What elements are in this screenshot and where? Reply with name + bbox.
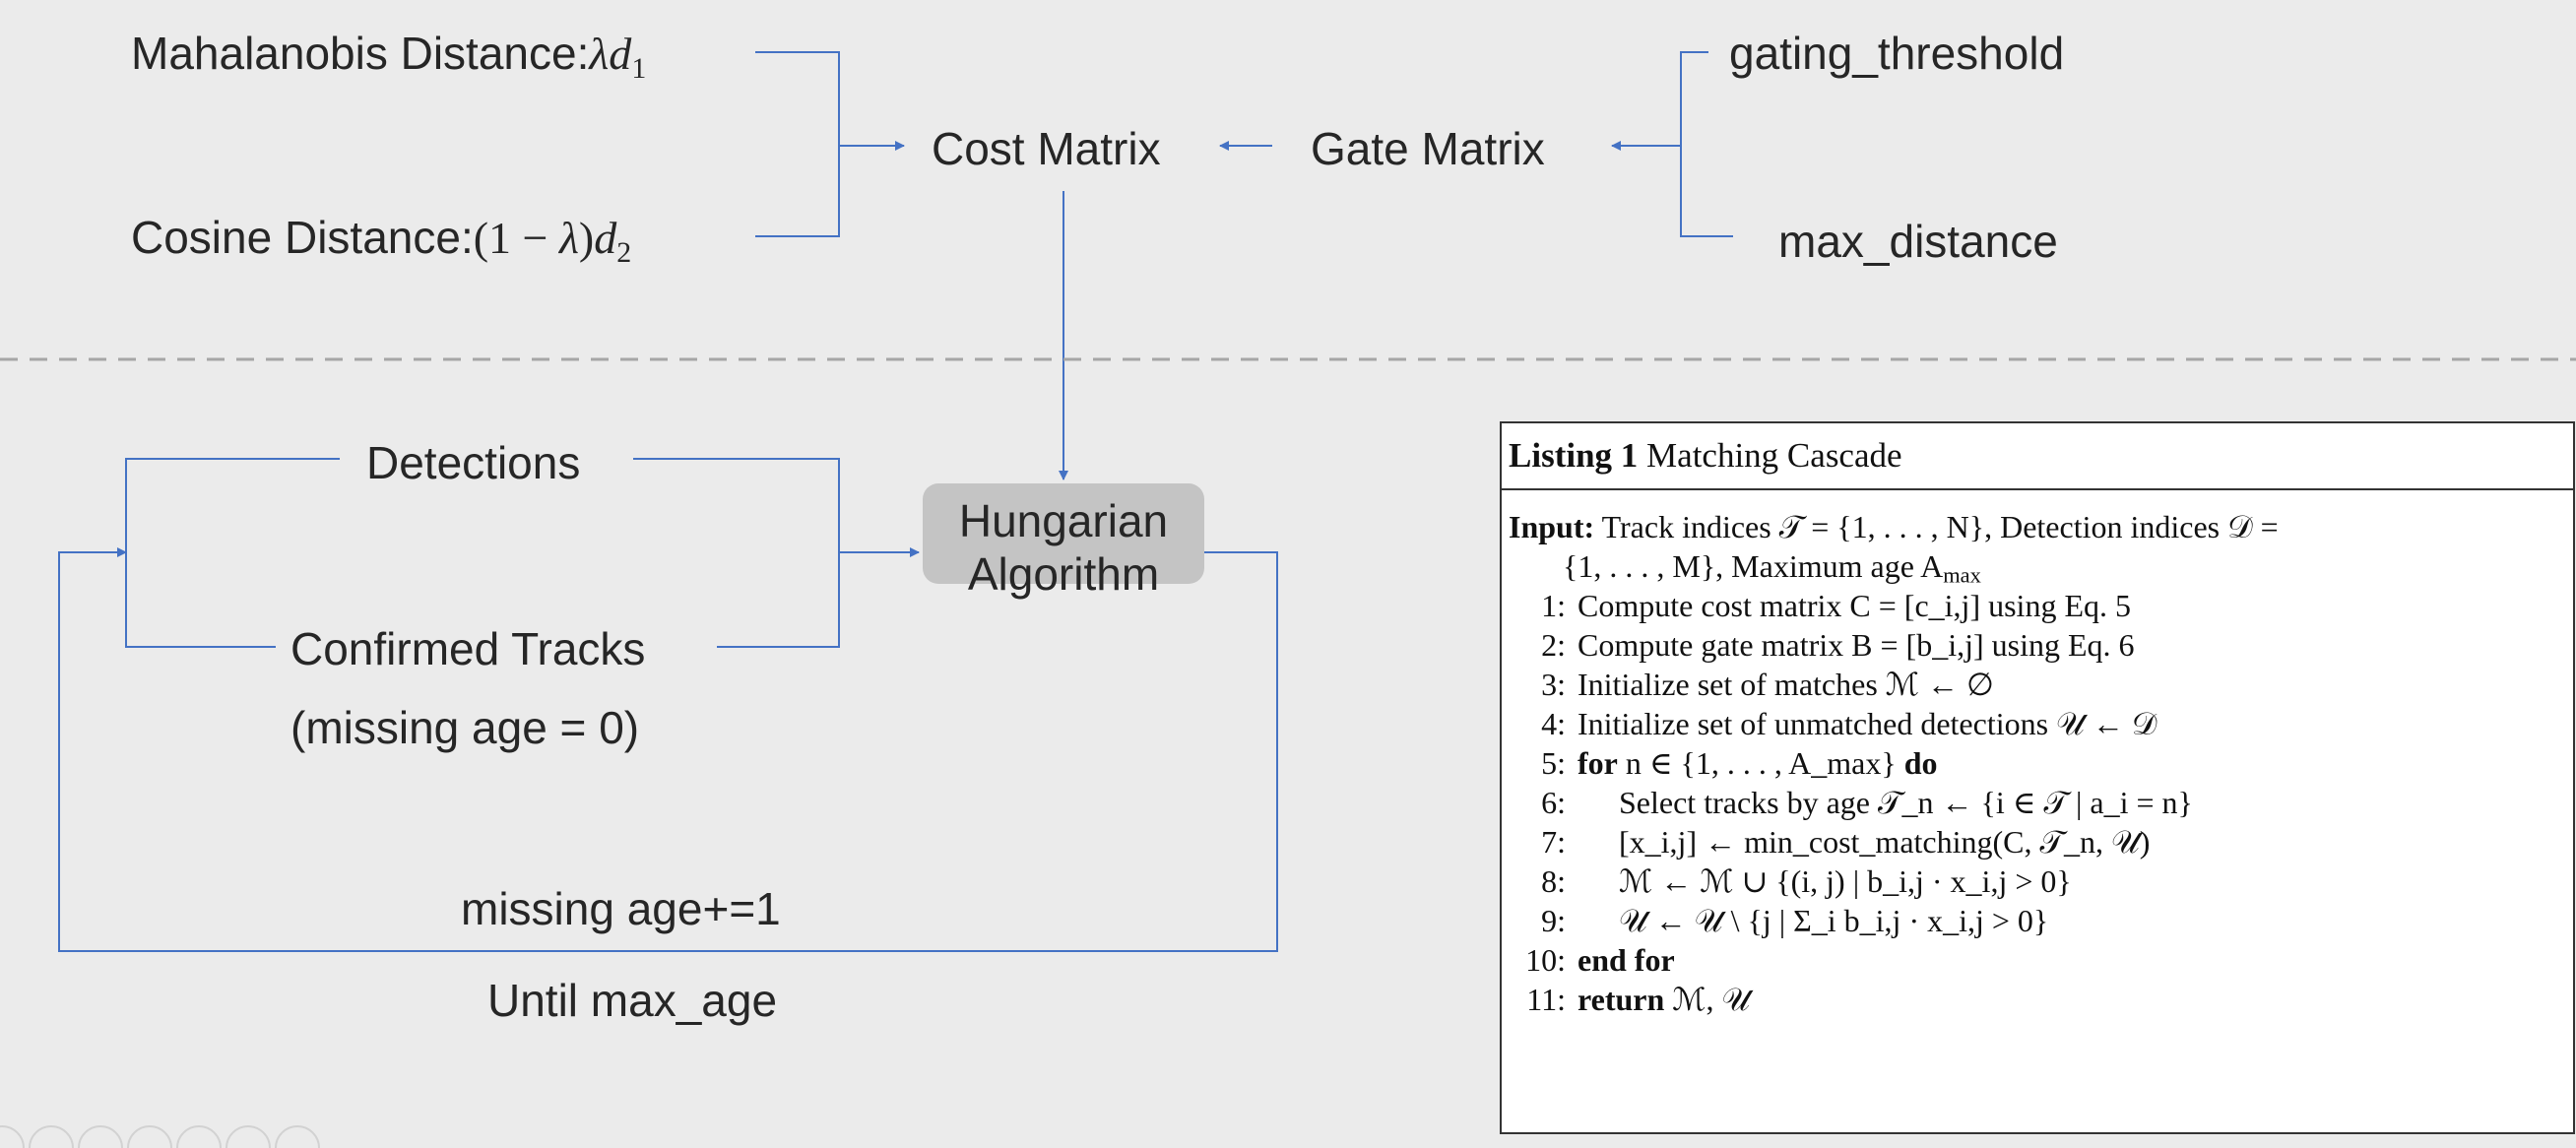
inputs-merge-connector xyxy=(633,458,840,648)
page-dots xyxy=(0,1125,320,1148)
cosine-distance-label: Cosine Distance:(1 − λ)d2 xyxy=(131,212,632,269)
listing-step: 1:Compute cost matrix C = [c_i,j] using … xyxy=(1541,588,2131,623)
cost-matrix-label: Cost Matrix xyxy=(932,123,1161,174)
listing-title: Listing 1 Matching Cascade xyxy=(1502,423,2573,490)
listing-step: 6:Select tracks by age 𝒯_n ← {i ∈ 𝒯 | a_… xyxy=(1541,785,2193,820)
missing-age-loop xyxy=(58,547,1278,952)
listing-step: 2:Compute gate matrix B = [b_i,j] using … xyxy=(1541,627,2135,663)
gating-threshold-label: gating_threshold xyxy=(1729,28,2065,79)
max-distance-label: max_distance xyxy=(1778,216,2058,267)
missing-age-increment-label: missing age+=1 xyxy=(461,883,781,934)
listing-step: 9:𝒰 ← 𝒰 \ {j | Σ_i b_i,j · x_i,j > 0} xyxy=(1541,903,2049,938)
detections-label: Detections xyxy=(366,437,581,488)
missing-age-zero-label: (missing age = 0) xyxy=(290,702,640,753)
listing-step: 7:[x_i,j] ← min_cost_matching(C, 𝒯_n, 𝒰) xyxy=(1541,824,2151,860)
hungarian-algorithm-box xyxy=(923,483,1204,584)
hungarian-algorithm-label: Hungarian Algorithm xyxy=(958,495,1169,600)
matching-cascade-listing: Listing 1 Matching Cascade Input: Track … xyxy=(1500,421,2575,1134)
listing-step: 5:for n ∈ {1, . . . , A_max} do xyxy=(1541,745,1938,781)
listing-step: 10:end for xyxy=(1525,942,1675,978)
listing-input-line-cont: {1, . . . , M}, Maximum age Amax xyxy=(1563,548,1981,588)
listing-step: 4:Initialize set of unmatched detections… xyxy=(1541,706,2157,741)
listing-step: 3:Initialize set of matches ℳ ← ∅ xyxy=(1541,667,1994,702)
mahalanobis-connector xyxy=(755,51,840,237)
confirmed-tracks-label: Confirmed Tracks xyxy=(290,623,646,674)
listing-step: 11:return ℳ, 𝒰 xyxy=(1526,982,1751,1017)
listing-step: 8:ℳ ← ℳ ∪ {(i, j) | b_i,j · x_i,j > 0} xyxy=(1541,863,2072,899)
mahalanobis-distance-label: Mahalanobis Distance:λd1 xyxy=(131,28,647,85)
until-max-age-label: Until max_age xyxy=(487,975,778,1026)
listing-input-line: Input: Track indices 𝒯 = {1, . . . , N},… xyxy=(1509,509,2279,544)
gate-params-connector xyxy=(1680,51,1733,237)
gate-matrix-label: Gate Matrix xyxy=(1311,123,1545,174)
detections-connector xyxy=(125,458,340,648)
